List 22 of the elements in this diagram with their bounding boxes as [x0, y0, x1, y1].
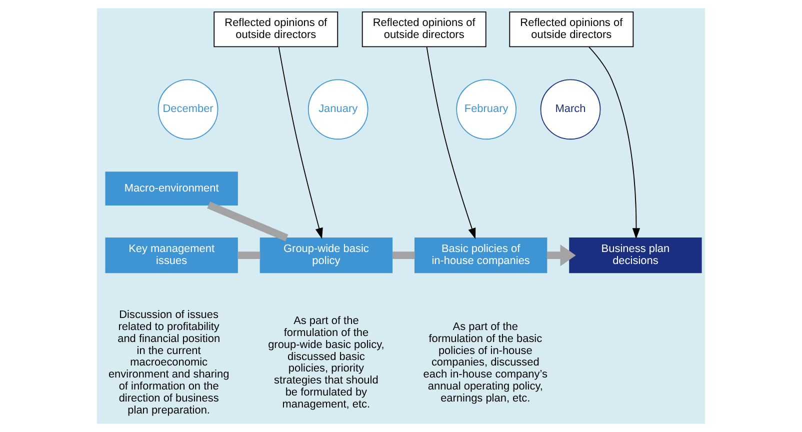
node-circle: January — [308, 79, 368, 140]
node-box: Macro-environment — [105, 172, 238, 206]
connector — [238, 252, 260, 259]
arrow — [278, 46, 323, 240]
label: As part of the formulation of the group-wide basic policy, discussed basic policies, priority strategies that should be formulated by management, etc. — [268, 315, 384, 410]
node-circle: February — [456, 79, 517, 140]
node-box: Business plan decisions — [569, 238, 702, 274]
connector — [392, 252, 415, 259]
node-circle: March — [540, 79, 601, 140]
node-box: Reflected opinions of outside directors — [509, 12, 634, 48]
arrow — [426, 46, 476, 240]
label: Discussion of issues related to profitability and financial position in the current macroeconomic environment and sharing of information on the direction of business plan preparation. — [108, 309, 230, 416]
arrow — [546, 244, 576, 266]
label: As part of the formulation of the basic policies of in-house companies, discussed each in-house company’s annual operating policy, earnings plan, etc. — [423, 321, 548, 404]
node-box: Basic policies of in-house companies — [414, 238, 548, 274]
node-box: Reflected opinions of outside directors — [362, 12, 486, 48]
node-circle: December — [158, 79, 218, 140]
arrow — [588, 46, 640, 240]
connector — [207, 202, 288, 242]
node-box: Key management issues — [105, 238, 238, 274]
node-box: Reflected opinions of outside directors — [214, 12, 338, 48]
node-box: Group-wide basic policy — [260, 238, 393, 274]
